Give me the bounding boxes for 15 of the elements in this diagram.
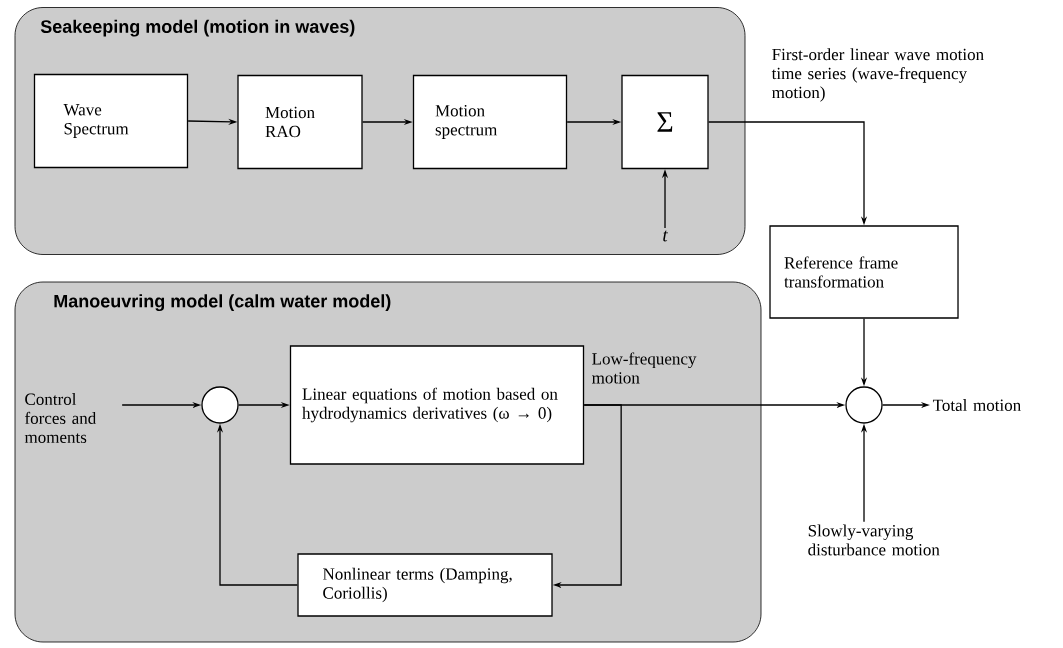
output-label: Total motion bbox=[932, 399, 1021, 411]
summing-junction bbox=[845, 386, 883, 424]
input-label: t bbox=[663, 230, 669, 242]
input-label: Control forces and moments bbox=[24, 393, 97, 443]
process-box: Motion RAO bbox=[237, 74, 363, 170]
process-box: Linear equations of motion based on hydrodynamics derivatives (ω → 0) bbox=[289, 345, 585, 465]
process-box: Nonlinear terms (Damping, Coriollis) bbox=[297, 553, 553, 617]
process-box: Wave Spectrum bbox=[33, 73, 189, 169]
summing-junction bbox=[201, 386, 239, 424]
edge-label: First-order linear wave motion time series (wave-frequency motion) bbox=[771, 48, 984, 102]
edge-label: Low-frequency motion bbox=[592, 352, 697, 384]
summation-box: Σ bbox=[621, 74, 709, 170]
process-box: Motion spectrum bbox=[412, 74, 568, 170]
process-box: Reference frame transformation bbox=[769, 225, 959, 319]
disturbance-label: Slowly-varying disturbance motion bbox=[808, 524, 940, 556]
